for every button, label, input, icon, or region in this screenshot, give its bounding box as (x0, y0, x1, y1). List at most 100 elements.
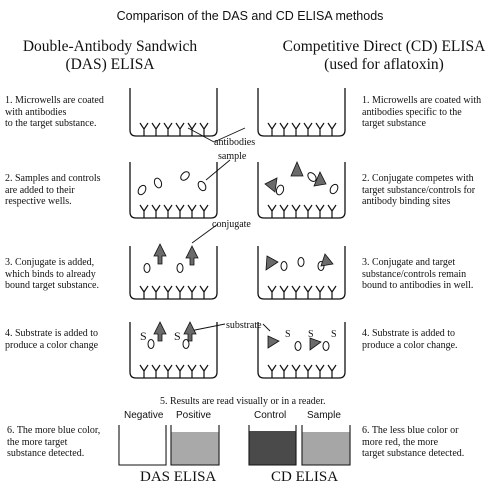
das-step-3-line-1: 3. Conjugate is added, (5, 257, 95, 268)
das-heading-line-1: Double-Antibody Sandwich (22, 38, 198, 55)
antibody-icon (175, 285, 185, 300)
cd-step-1: 1. Microwells are coated with antibodies… (362, 95, 498, 130)
cd-well-3 (257, 246, 346, 300)
das-result: 6. The more blue color, the more target … (7, 425, 117, 460)
antibody-icon (267, 204, 277, 219)
positive-fill (171, 432, 219, 465)
cd-step-2-line-3: antibody binding sites (362, 196, 451, 207)
das-step-2-line-3: respective wells. (5, 196, 72, 207)
cd-footer-label: CD ELISA (271, 469, 339, 485)
cd-step-3-line-2: substance/controls remain (362, 268, 467, 280)
antibody-icon (267, 122, 277, 137)
cd-step-1-line-1: 1. Microwells are coated with (362, 95, 482, 106)
cd-heading-line-1: Competitive Direct (CD) ELISA (282, 38, 486, 55)
substrate-s-das-1: S (140, 329, 147, 343)
antibody-icon (303, 122, 313, 137)
leader-lines (187, 127, 271, 332)
control-fill (249, 431, 296, 465)
das-step-2-line-1: 2. Samples and controls (5, 173, 101, 184)
sample-well (301, 425, 351, 466)
antibody-icon (315, 364, 325, 379)
das-step-4-line-2: produce a color change (5, 339, 99, 351)
antibody-icon (151, 122, 161, 137)
antibody-icon (139, 285, 149, 300)
das-step-4-line-1: 4. Substrate is added to (5, 328, 99, 339)
antibody-icon (291, 122, 301, 137)
cd-step-2: 2. Conjugate competes with target substa… (362, 173, 498, 208)
control-well (248, 425, 297, 466)
cd-step-1-line-2: antibodies specific to the (362, 106, 462, 118)
antibody-icon (327, 364, 337, 379)
cd-step-2-line-2: target substance/controls for (362, 184, 476, 196)
antibody-icon (139, 122, 149, 137)
cd-step-4-line-1: 4. Substrate is added to (362, 328, 456, 339)
das-well-4 (129, 322, 218, 379)
antibody-icon (291, 204, 301, 219)
antibody-icon (327, 285, 337, 300)
antibody-icon (163, 364, 173, 379)
antibody-icon (199, 204, 209, 219)
cd-heading: Competitive Direct (CD) ELISA (used for … (268, 38, 500, 74)
das-step-3-line-3: bound target substance. (5, 280, 99, 291)
antibody-icon (267, 285, 277, 300)
antibody-icon (327, 204, 337, 219)
antibody-icon (151, 204, 161, 219)
antibody-icon (163, 285, 173, 300)
antibody-icon (175, 204, 185, 219)
das-step-4: 4. Substrate is added to produce a color… (5, 328, 135, 351)
antibodies-label: antibodies (214, 137, 256, 148)
negative-label: Negative (124, 410, 164, 421)
cd-heading-line-2: (used for aflatoxin) (324, 56, 444, 73)
sample-particles (137, 171, 339, 351)
das-step-1: 1. Microwells are coated with antibodies… (5, 95, 135, 130)
antibody-icon (151, 285, 161, 300)
antibody-icon (279, 204, 289, 219)
das-step-1-line-1: 1. Microwells are coated (5, 95, 104, 106)
cd-result-line-1: 6. The less blue color or (362, 425, 459, 436)
das-result-line-2: the more target (7, 436, 68, 448)
das-well-3 (129, 246, 218, 300)
antibody-icon (315, 122, 325, 137)
das-step-3: 3. Conjugate is added, which binds to al… (5, 257, 137, 292)
das-well-2 (129, 162, 218, 219)
das-step-1-line-2: with antibodies (5, 106, 67, 118)
antibody-icon (267, 364, 277, 379)
antibody-icon (291, 364, 301, 379)
antibody-icon (175, 122, 185, 137)
antibody-icon (199, 364, 209, 379)
antibody-icon (303, 364, 313, 379)
cd-result-line-3: target substance detected. (362, 448, 465, 459)
antibody-icon (279, 285, 289, 300)
cd-step-4: 4. Substrate is added to produce a color… (362, 328, 498, 351)
antibody-icon (279, 364, 289, 379)
das-well-1 (129, 88, 218, 137)
das-heading: Double-Antibody Sandwich (DAS) ELISA (10, 38, 210, 74)
substrate-s-das-2: S (174, 329, 181, 343)
result-wells (118, 425, 351, 466)
figure-title: Comparison of the DAS and CD ELISA metho… (116, 9, 384, 23)
antibody-icon (279, 122, 289, 137)
antibody-icon (139, 204, 149, 219)
das-result-line-1: 6. The more blue color, (7, 425, 101, 436)
cd-step-3-line-1: 3. Conjugate and target (362, 257, 456, 268)
control-label: Control (254, 410, 287, 421)
cd-result-line-2: more red, the more (362, 436, 439, 448)
cd-step-3: 3. Conjugate and target substance/contro… (362, 257, 498, 292)
cd-well-1 (257, 88, 346, 137)
antibody-icon (291, 285, 301, 300)
das-heading-line-2: (DAS) ELISA (65, 56, 155, 73)
antibody-icon (199, 285, 209, 300)
sample-label: sample (218, 151, 247, 162)
substrate-s-cd-2: S (308, 329, 314, 340)
antibody-icon (187, 204, 197, 219)
cd-well-4 (257, 322, 346, 379)
sample-fill (302, 432, 350, 465)
antibody-icon (187, 285, 197, 300)
das-result-line-3: substance detected. (7, 448, 85, 459)
positive-well (170, 425, 220, 466)
antibody-icon (163, 204, 173, 219)
antibody-icon (315, 204, 325, 219)
cd-step-1-line-3: target substance (362, 118, 426, 129)
das-step-2-line-2: are added to their (5, 184, 75, 196)
das-step-1-line-3: to the target substance. (5, 118, 97, 129)
